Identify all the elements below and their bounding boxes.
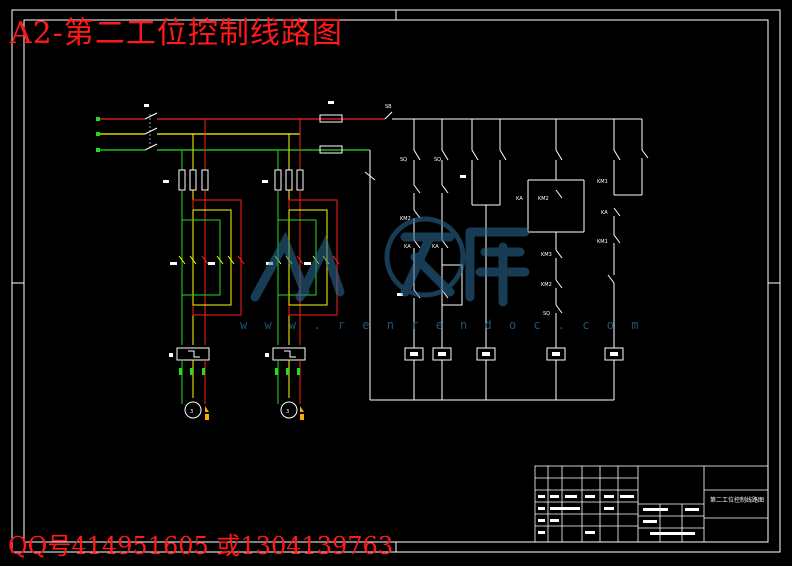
label-ka-1: KA xyxy=(404,244,411,250)
component-labels: SB SQ SQ KM2 KA KA KA KM2 KM3 KM2 KM1 KA… xyxy=(385,104,608,317)
label-km1-2: KM1 xyxy=(597,239,608,245)
label-km2-2: KM2 xyxy=(538,196,549,202)
title-block xyxy=(534,465,769,543)
motor-branch-1: 3 xyxy=(163,119,245,420)
label-sb: SB xyxy=(385,104,392,110)
label-km2-3: KM2 xyxy=(541,282,552,288)
label-sq-1: SQ xyxy=(400,157,407,163)
label-km1-1: KM1 xyxy=(597,179,608,185)
svg-text:3: 3 xyxy=(286,409,289,415)
watermark-logo xyxy=(250,216,530,307)
label-km3: KM3 xyxy=(541,252,552,258)
label-sq-2: SQ xyxy=(434,157,441,163)
svg-text:3: 3 xyxy=(190,409,193,415)
contact-line: QQ号414951605 或1304139763 xyxy=(8,532,394,560)
control-circuit xyxy=(364,111,649,401)
label-ka-3: KA xyxy=(516,196,523,202)
label-km2-1: KM2 xyxy=(400,216,411,222)
watermark-url: w w w . r e n r e n d o c . c o m xyxy=(240,318,644,332)
drawing-title: A2-第二工位控制线路图 xyxy=(10,16,343,51)
label-sq-3: SQ xyxy=(543,311,550,317)
label-ka-2: KA xyxy=(432,244,439,250)
title-block-drawing-name: 第二工位控制线路图 xyxy=(709,497,764,504)
main-circuit: 3 xyxy=(96,101,385,420)
label-ka-4: KA xyxy=(601,210,608,216)
